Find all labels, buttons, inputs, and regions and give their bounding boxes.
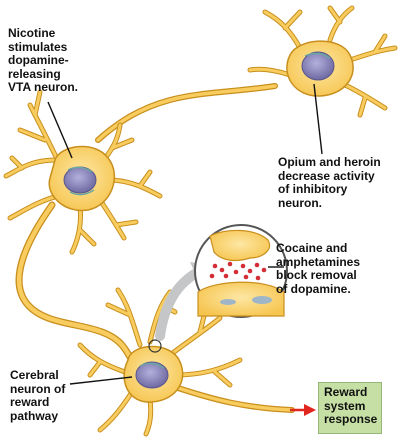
inhibitory-neuron xyxy=(247,5,398,118)
dopamine-dots xyxy=(209,261,267,281)
reward-response-box xyxy=(318,382,382,434)
synapse-magnified-view xyxy=(194,224,288,318)
cerebral-leader xyxy=(69,376,133,385)
cocaine-label: Cocaine and amphetamines block removal o… xyxy=(276,241,361,296)
vta-axon xyxy=(15,201,140,372)
vta-neuron xyxy=(3,89,163,255)
opium-label: Opium and heroin decrease activity of in… xyxy=(278,155,381,210)
synapse-marker xyxy=(148,339,162,353)
nicotine-label: Nicotine stimulates dopamine- releasing … xyxy=(8,26,78,94)
reward-arrow xyxy=(290,404,316,416)
cerebral-axon xyxy=(175,385,295,413)
opium-leader xyxy=(313,83,323,155)
nicotine-leader xyxy=(47,101,73,159)
cerebral-neuron-label: Cerebral neuron of reward pathway xyxy=(10,368,66,423)
reward-label: Reward system response xyxy=(324,385,378,426)
inhibitory-axon xyxy=(95,83,278,143)
leader-lines xyxy=(47,83,323,385)
